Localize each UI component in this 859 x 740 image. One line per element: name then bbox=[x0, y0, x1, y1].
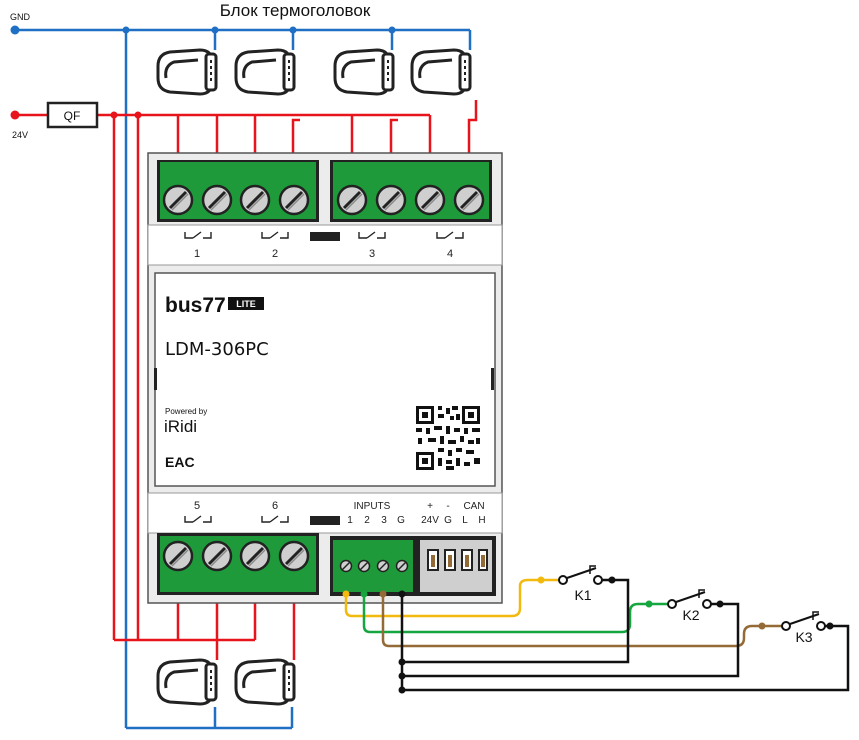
power-g-label: G bbox=[444, 515, 452, 526]
wire-junction bbox=[537, 576, 545, 584]
power-junction bbox=[134, 111, 142, 119]
switch-label: K2 bbox=[682, 607, 699, 623]
inputs-terminal bbox=[330, 536, 416, 596]
thermal-actuator-icon bbox=[234, 48, 296, 96]
breaker-label: QF bbox=[64, 109, 81, 123]
switch-label: K1 bbox=[574, 587, 591, 603]
power-wire bbox=[15, 100, 478, 660]
relay-number: 6 bbox=[272, 500, 278, 512]
wire-junction bbox=[398, 672, 406, 680]
terminal-block-top-right bbox=[330, 160, 492, 222]
vendor-logo: iRidi bbox=[164, 417, 197, 436]
gnd-label: GND bbox=[10, 12, 31, 22]
thermal-actuator-icon bbox=[156, 658, 218, 706]
relay-number: 1 bbox=[194, 248, 200, 260]
gnd-junction bbox=[122, 26, 130, 34]
wire-junction bbox=[379, 590, 387, 598]
gnd-junction bbox=[211, 26, 219, 34]
wire-junction bbox=[398, 686, 406, 694]
input-pin-label: G bbox=[397, 515, 405, 526]
wire-junction bbox=[360, 590, 368, 598]
wire-junction bbox=[398, 590, 406, 598]
v24-terminal bbox=[10, 110, 20, 120]
brand-logo: bus77 bbox=[165, 294, 226, 317]
input3-wire bbox=[381, 592, 782, 648]
gnd-junction bbox=[289, 26, 297, 34]
power-plus-label: + bbox=[427, 501, 433, 512]
input-pin-label: 1 bbox=[347, 515, 353, 526]
wire-junction bbox=[342, 590, 350, 598]
power-junction bbox=[110, 111, 118, 119]
gnd-terminal bbox=[10, 25, 20, 35]
can-power-connector bbox=[416, 536, 496, 596]
switch-k1-icon bbox=[558, 565, 616, 585]
input-pin-label: 3 bbox=[381, 515, 387, 526]
brand-badge-bg bbox=[228, 297, 264, 310]
wire-junction bbox=[645, 600, 653, 608]
power-v-label: 24V bbox=[421, 515, 439, 526]
thermal-actuator-icon bbox=[234, 658, 296, 706]
wire-junction bbox=[758, 622, 766, 630]
input-pin-label: 2 bbox=[364, 515, 370, 526]
input1-wire bbox=[344, 578, 560, 618]
relay-number: 3 bbox=[369, 248, 375, 260]
eac-mark: EAC bbox=[165, 454, 195, 470]
relay-number: 5 bbox=[194, 500, 200, 512]
gnd-junction bbox=[388, 26, 396, 34]
terminal-block-bottom bbox=[157, 533, 319, 595]
breaker-box bbox=[46, 101, 99, 129]
terminal-block-top-left bbox=[157, 160, 319, 222]
relay-number: 4 bbox=[447, 248, 453, 260]
thermal-actuator-icon bbox=[156, 48, 218, 96]
diagram-title: Блок термоголовок bbox=[220, 1, 371, 20]
thermal-actuator-icon bbox=[410, 48, 472, 96]
can-header: CAN bbox=[463, 501, 484, 512]
powered-by-label: Powered by bbox=[165, 407, 207, 416]
model-name: LDM-306PC bbox=[165, 339, 269, 360]
switch-k3-icon bbox=[781, 611, 834, 631]
switch-k2-icon bbox=[667, 589, 724, 609]
switch-label: K3 bbox=[795, 629, 812, 645]
brand-badge: LITE bbox=[236, 299, 256, 309]
thermal-actuator-icon bbox=[333, 48, 395, 96]
can-l-label: L bbox=[462, 515, 468, 526]
qr-code-icon bbox=[416, 406, 480, 470]
power-minus-label: - bbox=[446, 501, 449, 512]
can-h-label: H bbox=[478, 515, 485, 526]
relay-number: 2 bbox=[272, 248, 278, 260]
wire-junction bbox=[398, 658, 406, 666]
v24-label: 24V bbox=[12, 130, 28, 140]
inputs-header: INPUTS bbox=[354, 501, 391, 512]
